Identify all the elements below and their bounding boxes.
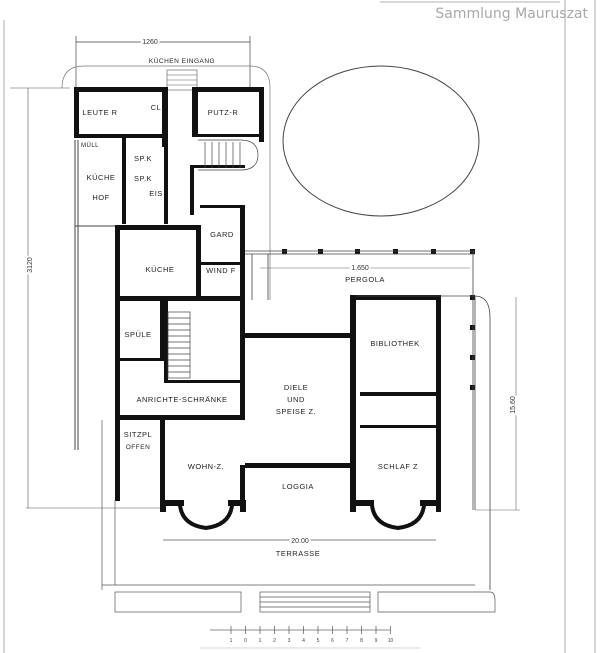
label-spk-1: SP.K xyxy=(134,154,152,163)
scale-tick-label: 2 xyxy=(273,638,276,644)
entrance-steps xyxy=(166,69,198,91)
watermark: Sammlung Mauruszat xyxy=(435,6,588,22)
label-diele-2: UND xyxy=(287,395,305,404)
label-gard: GARD xyxy=(210,230,234,239)
label-sitzpl-2: OFFEN xyxy=(126,444,151,451)
scale-tick-label: 10 xyxy=(388,638,394,644)
label-putz-r: PUTZ-R xyxy=(208,108,239,117)
dimension-left xyxy=(10,87,160,509)
label-diele-3: SPEISE Z. xyxy=(276,407,316,416)
label-terrasse: TERRASSE xyxy=(276,549,320,558)
label-bibliothek: BIBLIOTHEK xyxy=(370,339,419,348)
main-stairs xyxy=(198,139,259,171)
label-wohn-z: WOHN-Z. xyxy=(188,462,224,471)
bottom-walls xyxy=(160,420,441,506)
dim-terrace-width: 20.00 xyxy=(291,538,309,545)
label-eis: EIS xyxy=(149,189,163,198)
thin-walls xyxy=(245,250,491,590)
kitchen-path-outline xyxy=(61,65,271,300)
dim-right-height: 15.60 xyxy=(510,396,517,414)
dimension-right xyxy=(475,297,520,511)
bay-windows xyxy=(178,504,426,531)
dim-left-height: 3120 xyxy=(27,257,34,273)
scale-tick-label: 8 xyxy=(360,638,363,644)
label-kuche-hof-1: KÜCHE xyxy=(87,173,116,182)
label-leute-r: LEUTE R xyxy=(82,108,117,117)
label-diele-1: DIELE xyxy=(284,383,308,392)
label-loggia: LOGGIA xyxy=(282,482,314,491)
label-spule: SPÜLE xyxy=(124,330,151,339)
dim-pergola: 1.650 xyxy=(351,265,369,272)
label-schlaf-z: SCHLAF Z xyxy=(378,462,418,471)
label-sitzpl-1: SITZPL xyxy=(124,430,152,439)
label-wind-f: WIND F xyxy=(206,266,236,275)
scale-tick-label: 6 xyxy=(331,638,334,644)
scale-tick-label: 0 xyxy=(244,638,247,644)
scale-tick-label: 4 xyxy=(302,638,305,644)
scale-tick-label: 5 xyxy=(317,638,320,644)
scale-tick-label: 1 xyxy=(230,638,233,644)
dimension-top xyxy=(75,36,251,90)
label-kuche-hof-2: HOF xyxy=(92,193,109,202)
scale-tick-label: 3 xyxy=(288,638,291,644)
scale-tick-label: 9 xyxy=(375,638,378,644)
label-pergola: PERGOLA xyxy=(345,275,385,284)
dim-top-width: 1260 xyxy=(142,39,158,46)
kitchen-court-walls xyxy=(74,140,115,450)
label-anrichte: ANRICHTE-SCHRÄNKE xyxy=(136,395,227,404)
label-spk-2: SP.K xyxy=(134,174,152,183)
label-kitchen-entrance: KÜCHEN EINGANG xyxy=(149,57,215,65)
scale-tick-label: 7 xyxy=(346,638,349,644)
scale-tick-label: 1 xyxy=(259,638,262,644)
label-wc: CL xyxy=(151,103,162,112)
garden-oval xyxy=(282,65,480,217)
label-kuche: KÜCHE xyxy=(146,265,175,274)
label-mull: MÜLL xyxy=(81,142,99,149)
terrace-outline xyxy=(101,420,496,613)
sheet-borders xyxy=(3,0,596,653)
service-stairs xyxy=(167,311,191,379)
